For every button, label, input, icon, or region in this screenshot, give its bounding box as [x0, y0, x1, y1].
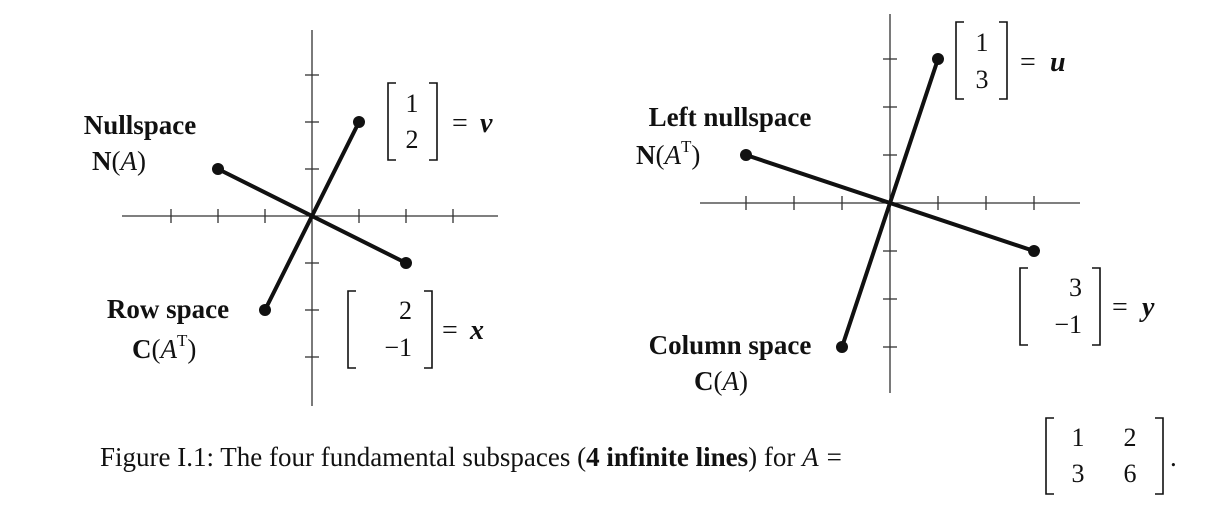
figure-caption: Figure I.1: The four fundamental subspac… [100, 442, 842, 472]
matrix-a: 1 2 3 6 [1045, 417, 1164, 495]
vector-u-bottom: 3 [976, 65, 989, 94]
nullspace-endpoint-left [212, 163, 224, 175]
column-space-endpoint-bottom [836, 341, 848, 353]
row-space-symbol: C(AT) [132, 331, 196, 364]
vector-x-left-bracket [347, 290, 356, 369]
column-space-symbol: C(A) [694, 366, 748, 396]
vector-x-bottom: −1 [384, 333, 412, 362]
nullspace-endpoint-right [400, 257, 412, 269]
left-nullspace-endpoint-right [1028, 245, 1040, 257]
vector-v-bottom: 2 [406, 125, 419, 154]
vector-v-right-bracket [429, 82, 438, 161]
vector-u-equals: = [1020, 47, 1036, 78]
vector-u-right-bracket [999, 21, 1008, 100]
matrix-a-r2c2: 6 [1124, 459, 1137, 488]
left-nullspace-symbol: N(AT) [636, 137, 700, 170]
left-nullspace-endpoint-left [740, 149, 752, 161]
column-space-line [840, 57, 940, 349]
vector-v-matrix: 1 2 = v [387, 82, 493, 161]
matrix-a-r1c1: 1 [1072, 423, 1085, 452]
right-axis-ticks [745, 58, 1035, 348]
right-coordinate-plane [700, 14, 1080, 393]
column-space-endpoint-top [932, 53, 944, 65]
vector-v-top: 1 [406, 89, 419, 118]
vector-x-name: x [469, 315, 484, 346]
vector-y-bottom: −1 [1054, 310, 1082, 339]
matrix-a-right-bracket [1155, 417, 1164, 495]
vector-y-left-bracket [1019, 267, 1028, 346]
left-coordinate-plane [122, 30, 498, 406]
vector-y-name: y [1139, 292, 1155, 323]
vector-v-equals: = [452, 108, 468, 139]
row-space-line [263, 120, 361, 312]
matrix-a-r1c2: 2 [1124, 423, 1137, 452]
vector-y-matrix: 3 −1 = y [1019, 267, 1155, 346]
nullspace-label: Nullspace [84, 110, 197, 140]
vector-y-equals: = [1112, 292, 1128, 323]
vector-x-matrix: 2 −1 = x [347, 290, 484, 369]
left-axis-ticks [170, 74, 454, 358]
vector-y-top: 3 [1069, 273, 1082, 302]
vector-x-top: 2 [399, 296, 412, 325]
row-space-label: Row space [107, 294, 229, 324]
vector-u-matrix: 1 3 = u [955, 21, 1066, 100]
matrix-a-r2c1: 3 [1072, 459, 1085, 488]
vector-u-left-bracket [955, 21, 964, 100]
row-space-endpoint-bottom [259, 304, 271, 316]
vector-u-top: 1 [976, 28, 989, 57]
vector-x-equals: = [442, 315, 458, 346]
column-space-label: Column space [649, 330, 812, 360]
vector-v-name: v [480, 108, 493, 139]
vector-u-name: u [1050, 47, 1066, 78]
row-space-endpoint-top [353, 116, 365, 128]
caption-period: . [1170, 442, 1177, 472]
vector-x-right-bracket [424, 290, 433, 369]
nullspace-symbol: N(A) [92, 146, 146, 176]
vector-v-left-bracket [387, 82, 396, 161]
vector-y-right-bracket [1092, 267, 1101, 346]
left-nullspace-label: Left nullspace [649, 102, 812, 132]
matrix-a-left-bracket [1045, 417, 1054, 495]
